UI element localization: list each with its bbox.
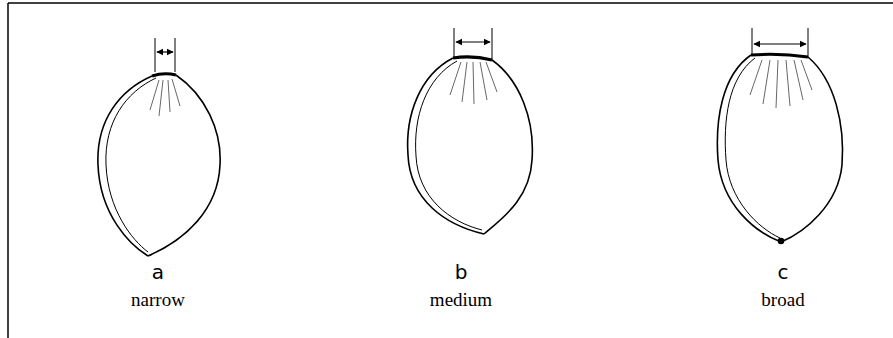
width-class: narrow: [131, 290, 185, 309]
frame: [8, 3, 893, 338]
grain-broad: [717, 28, 842, 244]
item-letter: a: [152, 262, 164, 282]
grain-medium: [408, 28, 533, 234]
width-class: broad: [761, 290, 804, 309]
item-letter: b: [455, 262, 468, 282]
grain-narrow: [98, 38, 220, 256]
width-class: medium: [430, 290, 492, 309]
item-letter: c: [778, 262, 789, 282]
